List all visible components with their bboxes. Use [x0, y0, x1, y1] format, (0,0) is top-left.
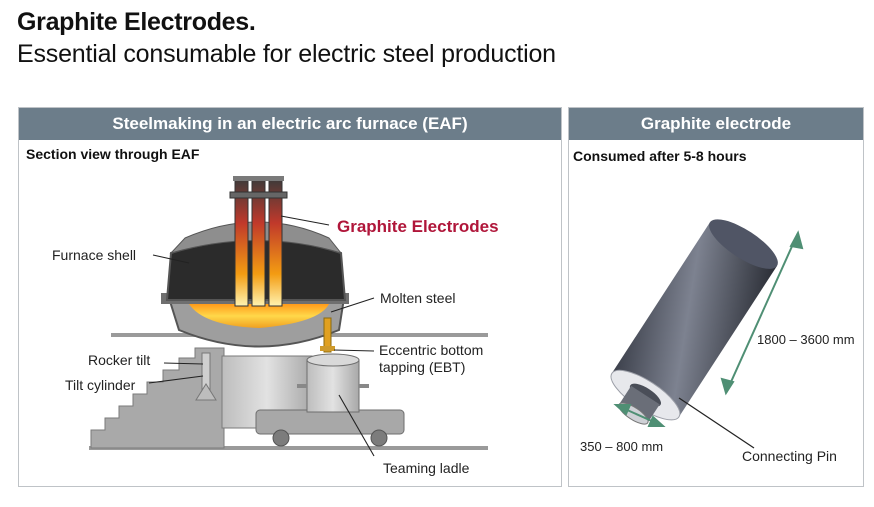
ebt-label-line1: Eccentric bottom — [379, 342, 484, 358]
electrode-panel: Graphite electrode Consumed after 5-8 ho… — [568, 107, 864, 487]
electrodes — [229, 176, 288, 307]
rocker-tilt-label: Rocker tilt — [88, 352, 151, 368]
page-subtitle: Essential consumable for electric steel … — [17, 40, 556, 68]
electrode-cylinder — [610, 219, 778, 425]
molten-steel-label: Molten steel — [380, 290, 456, 306]
tilt-cylinder-label: Tilt cylinder — [65, 377, 136, 393]
teaming-ladle-label: Teaming ladle — [383, 460, 470, 476]
diameter-label: 350 – 800 mm — [580, 439, 664, 454]
connecting-pin-leader — [678, 397, 755, 449]
car-wheel-right — [370, 429, 388, 447]
eaf-section-label: Section view through EAF — [26, 146, 200, 162]
electrode-illustration — [610, 219, 804, 449]
eaf-diagram — [89, 176, 488, 457]
length-label: 1800 – 3600 mm — [757, 332, 855, 347]
electrode-panel-heading: Graphite electrode — [569, 108, 863, 140]
graphite-electrodes-label: Graphite Electrodes — [337, 217, 499, 236]
car-wheel-left — [272, 429, 290, 447]
page-title: Graphite Electrodes. — [17, 8, 256, 36]
length-arrow — [720, 230, 804, 396]
eaf-panel-heading: Steelmaking in an electric arc furnace (… — [19, 108, 561, 140]
eaf-panel: Steelmaking in an electric arc furnace (… — [18, 107, 562, 487]
connecting-pin-label: Connecting Pin — [742, 448, 837, 464]
stairs — [90, 347, 225, 449]
ebt-label-line2: tapping (EBT) — [379, 359, 466, 375]
molten-steel — [189, 304, 329, 328]
connecting-pin — [619, 385, 660, 423]
diameter-arrow — [613, 404, 666, 427]
electrode-section-label: Consumed after 5-8 hours — [573, 148, 747, 164]
furnace-shell-label: Furnace shell — [52, 247, 137, 263]
leader-lines — [148, 215, 375, 457]
ebt-spout — [323, 317, 332, 353]
teaming-ladle — [306, 359, 360, 413]
